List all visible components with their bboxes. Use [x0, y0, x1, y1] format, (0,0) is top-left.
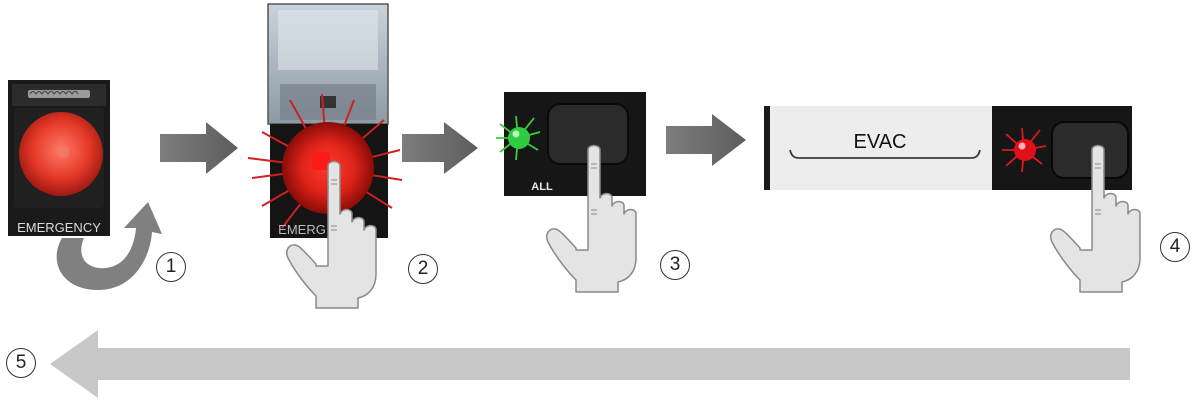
arrow-right-icon: [402, 122, 478, 174]
return-arrow-icon: [50, 330, 1130, 398]
arrow-right-icon: [666, 114, 746, 166]
emergency-label: EMERGENCY: [17, 220, 101, 235]
all-button-panel: ALL: [496, 92, 646, 293]
red-led-icon: [1014, 139, 1036, 161]
step-number-4: 4: [1160, 232, 1190, 262]
step-number-5: 5: [6, 348, 36, 378]
all-label: ALL: [531, 181, 553, 193]
evac-button[interactable]: [1051, 121, 1129, 179]
step-number-3: 3: [660, 250, 690, 280]
arrow-right-icon: [160, 122, 238, 174]
pressed-emergency-panel: EMERG: [247, 3, 403, 309]
emergency-button-panel: EMERGENCY: [8, 80, 110, 236]
open-cover-arrow: [56, 202, 162, 290]
step-number-1: 1: [156, 252, 186, 282]
step-number-2: 2: [408, 254, 438, 284]
emergency-label-cropped: EMERG: [278, 222, 326, 237]
green-led-icon: [508, 127, 530, 149]
evac-label: EVAC: [854, 131, 907, 153]
evac-panel: EVAC: [764, 106, 1141, 293]
